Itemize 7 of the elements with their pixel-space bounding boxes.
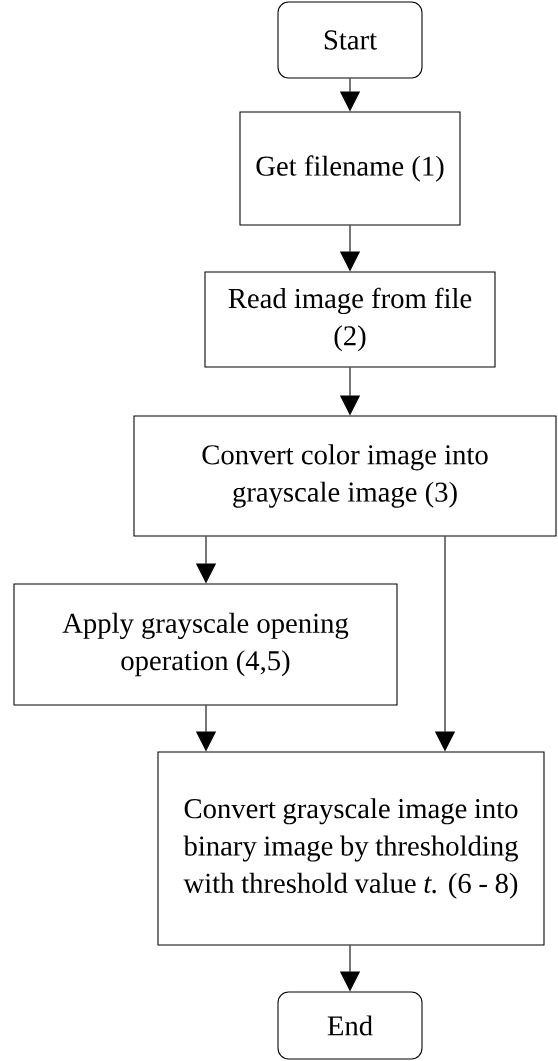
process-box: Apply grayscale opening operation (4,5): [13, 583, 398, 706]
terminal-box: End: [277, 991, 423, 1060]
process-box: Read image from file (2): [204, 271, 496, 368]
process-box: Convert grayscale image into binary image by thresholding with threshold value t. (6 - 8): [157, 751, 545, 946]
process-box: Convert color image into grayscale image (3): [133, 415, 557, 537]
terminal-box: Start: [277, 1, 423, 79]
process-box: Get filename (1): [239, 111, 461, 226]
